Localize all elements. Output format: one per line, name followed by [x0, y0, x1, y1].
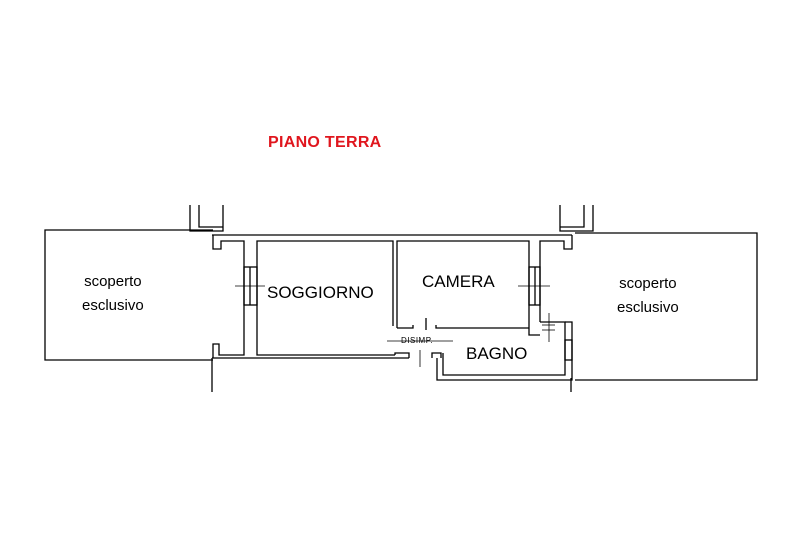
right-wall-top [539, 235, 573, 322]
bagno-walls [442, 321, 566, 376]
room-camera: CAMERA [422, 272, 495, 291]
bagno-outer [436, 321, 573, 381]
scoperto-left-outline [44, 229, 213, 361]
scoperto-right-line1: scoperto [619, 275, 677, 292]
room-disimp: DISIMP. [401, 336, 434, 345]
window-bagno [542, 313, 573, 361]
scoperto-left-line2: esclusivo [82, 297, 144, 314]
pillar-left [189, 205, 224, 232]
scoperto-right-line2: esclusivo [617, 299, 679, 316]
scoperto-right-outline [575, 232, 758, 381]
room-soggiorno: SOGGIORNO [267, 283, 374, 302]
pillar-left-inner [198, 205, 223, 228]
scoperto-right-label: scoperto esclusivo [617, 272, 679, 320]
floor-title: PIANO TERRA [268, 134, 382, 151]
camera-door-right [435, 325, 529, 329]
scoperto-left-label: scoperto esclusivo [82, 270, 144, 318]
soggiorno-walls [256, 240, 395, 356]
window-soggiorno [235, 266, 265, 306]
window-camera [518, 266, 550, 306]
pillar-right [559, 205, 594, 232]
disimp-bottom-right [431, 352, 442, 358]
left-wall-top [212, 235, 245, 358]
camera-door-left [397, 325, 414, 329]
camera-walls [396, 240, 540, 336]
room-bagno: BAGNO [466, 344, 528, 363]
pillar-right-inner [560, 205, 585, 228]
scoperto-left-line1: scoperto [84, 273, 142, 290]
disimp-bottom-left [394, 352, 410, 358]
